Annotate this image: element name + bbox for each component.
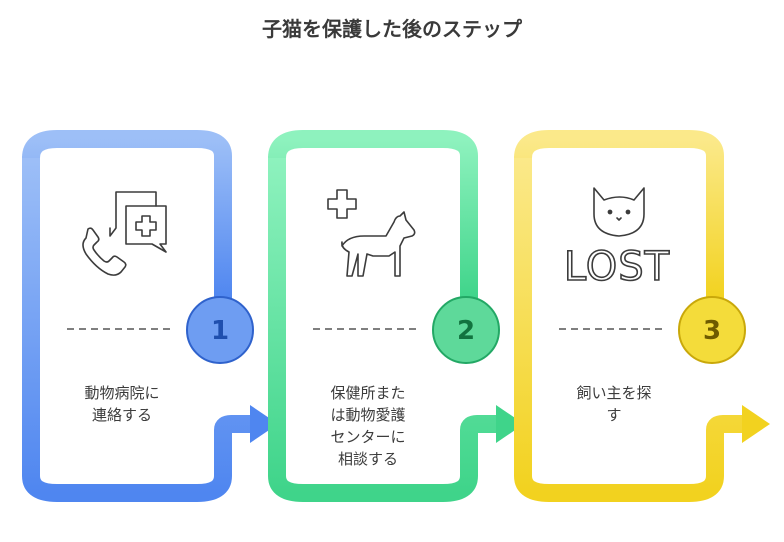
card-band-lower (514, 156, 742, 502)
page-title: 子猫を保護した後のステップ (262, 17, 523, 41)
step-number: 3 (703, 316, 721, 346)
lost-label: LOST (564, 244, 670, 290)
step-number-circle (678, 296, 746, 364)
step-text-line: す (606, 406, 621, 424)
step-text-line: 連絡する (92, 406, 152, 424)
card-band-lower (22, 156, 250, 502)
step-text-line: 飼い主を探 (576, 384, 651, 402)
card-band-upper (22, 130, 232, 300)
phone-medical-chat-icon (82, 191, 167, 276)
card-band-upper (268, 130, 478, 300)
step-number-circle (432, 296, 500, 364)
card-band-lower (268, 156, 496, 502)
plus-dog-icon (327, 189, 416, 277)
step-text-line: 相談する (338, 450, 398, 468)
step-number: 2 (457, 316, 475, 346)
step-text-line: 保健所また (330, 384, 405, 402)
arrow-right-icon (496, 405, 524, 443)
step-number: 1 (211, 316, 229, 346)
step-text-line: は動物愛護 (330, 406, 405, 424)
card-band-upper (514, 130, 724, 300)
arrow-right-icon (742, 405, 770, 443)
step-text-line: センターに (330, 428, 405, 446)
arrow-right-icon (250, 405, 278, 443)
step-text-line: 動物病院に (84, 384, 159, 402)
step-number-circle (186, 296, 254, 364)
lost-cat-icon (593, 187, 645, 237)
